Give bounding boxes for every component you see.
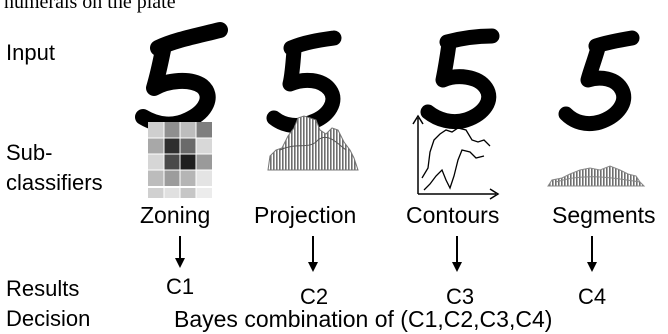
method-label-segments: Segments — [552, 202, 656, 228]
result-c2: C2 — [300, 284, 329, 309]
input-digit-4 — [558, 30, 640, 132]
figure-caption: numerals on the plate — [4, 0, 176, 13]
row-label-subclassifiers-line1: Sub- — [6, 140, 53, 165]
arrow-projection — [308, 236, 318, 272]
row-label-decision: Decision — [6, 306, 91, 331]
contours-plot-thumbnail — [412, 114, 500, 200]
result-c1: C1 — [166, 274, 195, 299]
input-digit-3 — [420, 28, 500, 130]
result-c3: C3 — [446, 284, 475, 309]
arrow-segments — [587, 236, 597, 272]
row-label-results: Results — [6, 276, 80, 301]
projection-histogram-thumbnail — [267, 115, 359, 171]
arrow-contours — [452, 236, 462, 272]
decision-text: Bayes combination of (C1,C2,C3,C4) — [174, 306, 553, 332]
input-digit-2 — [266, 30, 342, 133]
arrow-zoning — [175, 236, 185, 268]
row-label-input: Input — [6, 40, 55, 65]
input-digit-1 — [135, 22, 228, 133]
method-label-projection: Projection — [254, 202, 357, 228]
method-label-contours: Contours — [406, 202, 500, 228]
segments-histogram-thumbnail — [547, 165, 646, 187]
row-label-subclassifiers-line2: classifiers — [6, 170, 103, 195]
zoning-grid-thumbnail — [148, 122, 212, 198]
method-label-zoning: Zoning — [140, 202, 211, 228]
result-c4: C4 — [578, 284, 607, 309]
